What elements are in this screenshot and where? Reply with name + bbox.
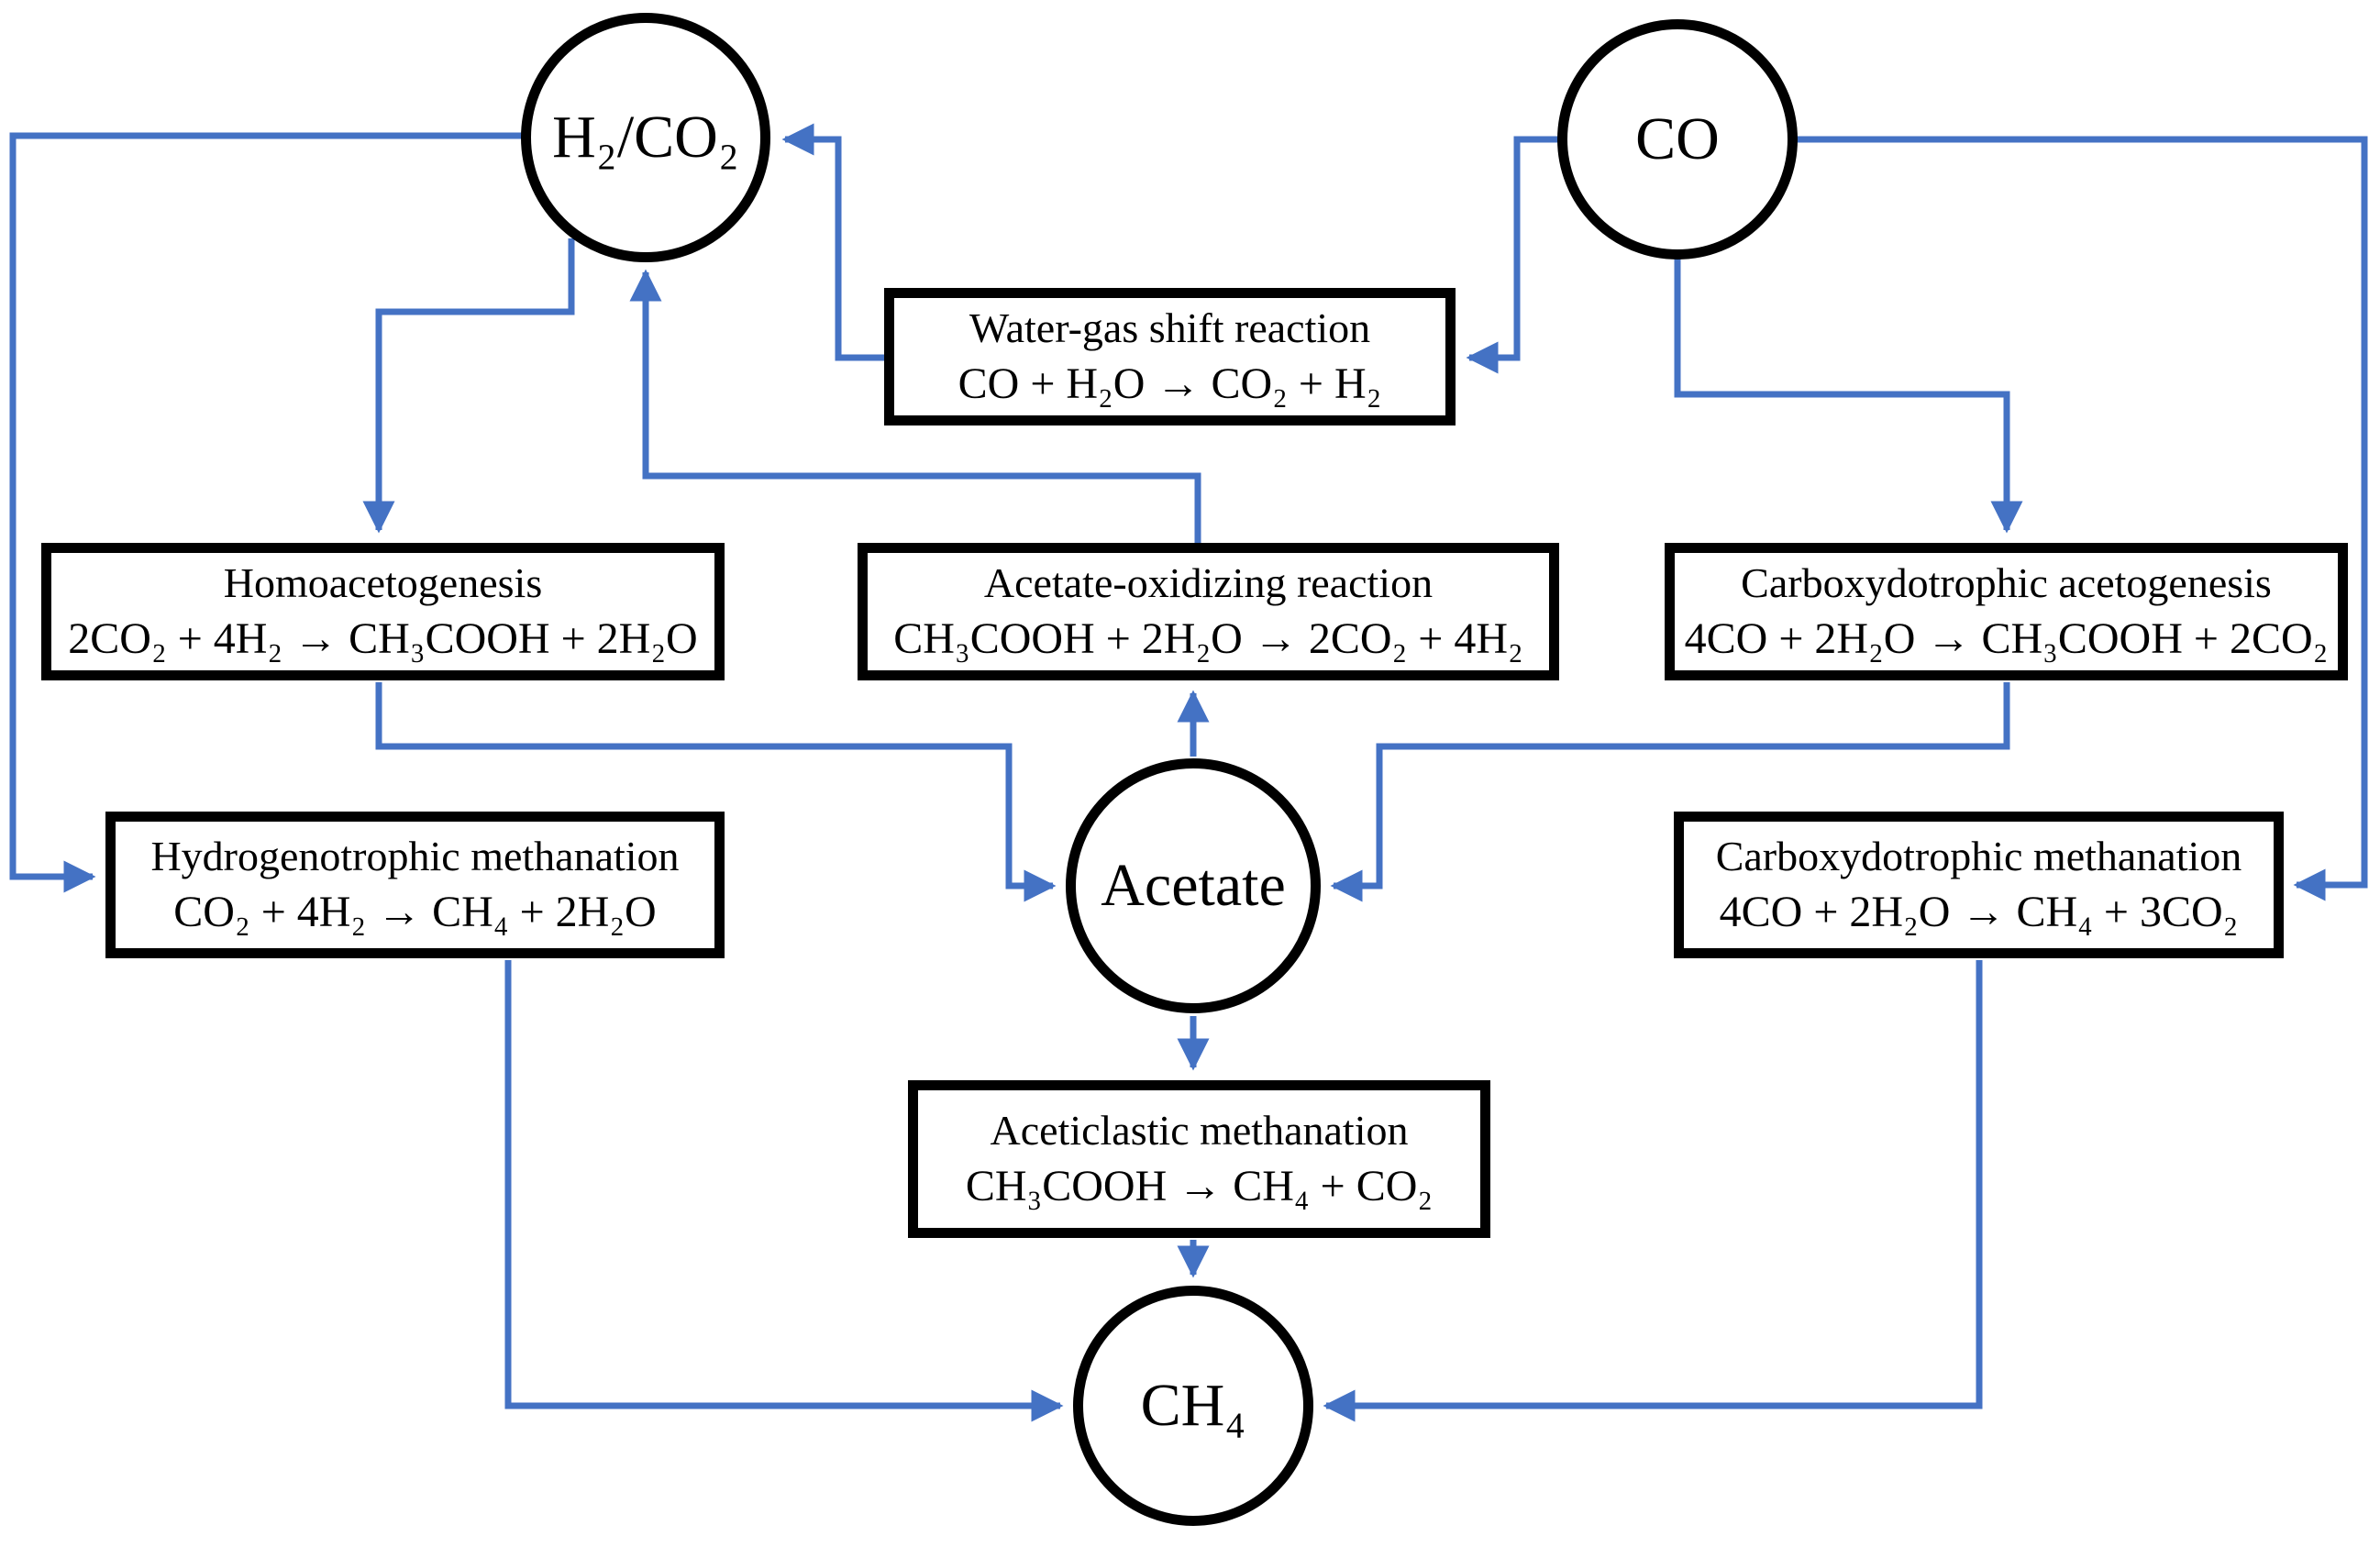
carboxydotrophic-methanation-title: Carboxydotrophic methanation (1715, 832, 2242, 879)
node-h2co2-label: H₂/CO₂ (552, 104, 739, 171)
box-carboxydotrophic-methanation: Carboxydotrophic methanation 4CO + 2H₂O … (1674, 812, 2284, 958)
node-acetate-label: Acetate (1101, 852, 1286, 919)
node-co-label: CO (1635, 105, 1720, 172)
edge-h2co2-to-hydrogenotrophic-methanation (9, 132, 523, 893)
edge-carboxydotrophic-acetogenesis-to-acetate (1330, 682, 2010, 902)
box-aceticlastic-methanation: Aceticlastic methanation CH₃COOH → CH₄ +… (908, 1080, 1490, 1238)
edge-acetate-oxidizing-to-h2co2 (629, 269, 1201, 543)
box-carboxydotrophic-acetogenesis: Carboxydotrophic acetogenesis 4CO + 2H₂O… (1665, 543, 2348, 680)
node-ch4-label: CH₄ (1140, 1372, 1246, 1439)
box-acetate-oxidizing-reaction: Acetate-oxidizing reaction CH₃COOH + 2H₂… (858, 543, 1559, 680)
node-acetate: Acetate (1066, 758, 1321, 1013)
node-ch4: CH₄ (1073, 1286, 1313, 1526)
water-gas-shift-formula: CO + H₂O → CO₂ + H₂ (958, 359, 1382, 408)
edge-co-to-carboxydotrophic-methanation (1796, 136, 2368, 901)
node-h2co2: H₂/CO₂ (521, 13, 770, 262)
acetate-oxidizing-title: Acetate-oxidizing reaction (983, 558, 1434, 606)
box-water-gas-shift-reaction: Water-gas shift reaction CO + H₂O → CO₂ … (884, 288, 1456, 425)
carboxydotrophic-acetogenesis-title: Carboxydotrophic acetogenesis (1741, 558, 2272, 606)
hydrogenotrophic-methanation-title: Hydrogenotrophic methanation (150, 832, 680, 879)
homoacetogenesis-formula: 2CO₂ + 4H₂ → CH₃COOH + 2H₂O (68, 613, 698, 663)
edge-co-to-water-gas-shift (1466, 136, 1559, 374)
edge-water-gas-shift-to-h2co2 (781, 123, 886, 361)
carboxydotrophic-acetogenesis-formula: 4CO + 2H₂O → CH₃COOH + 2CO₂ (1684, 613, 2329, 663)
edge-homoacetogenesis-to-acetate (375, 682, 1057, 902)
aceticlastic-methanation-formula: CH₃COOH → CH₄ + CO₂ (965, 1161, 1434, 1210)
carboxydotrophic-methanation-formula: 4CO + 2H₂O → CH₄ + 3CO₂ (1719, 887, 2239, 936)
homoacetogenesis-title: Homoacetogenesis (223, 558, 543, 606)
edge-carboxydotrophic-methanation-to-ch4 (1323, 960, 1983, 1422)
water-gas-shift-title: Water-gas shift reaction (969, 304, 1371, 351)
edge-h2co2-to-homoacetogenesis (362, 238, 575, 534)
box-hydrogenotrophic-methanation: Hydrogenotrophic methanation CO₂ + 4H₂ →… (105, 812, 725, 958)
edge-hydrogenotrophic-methanation-to-ch4 (504, 960, 1064, 1422)
acetate-oxidizing-formula: CH₃COOH + 2H₂O → 2CO₂ + 4H₂ (893, 613, 1523, 663)
box-homoacetogenesis: Homoacetogenesis 2CO₂ + 4H₂ → CH₃COOH + … (41, 543, 725, 680)
node-co: CO (1557, 19, 1798, 260)
aceticlastic-methanation-title: Aceticlastic methanation (990, 1106, 1409, 1154)
edge-co-to-carboxydotrophic-acetogenesis (1674, 258, 2023, 534)
hydrogenotrophic-methanation-formula: CO₂ + 4H₂ → CH₄ + 2H₂O (173, 887, 657, 936)
